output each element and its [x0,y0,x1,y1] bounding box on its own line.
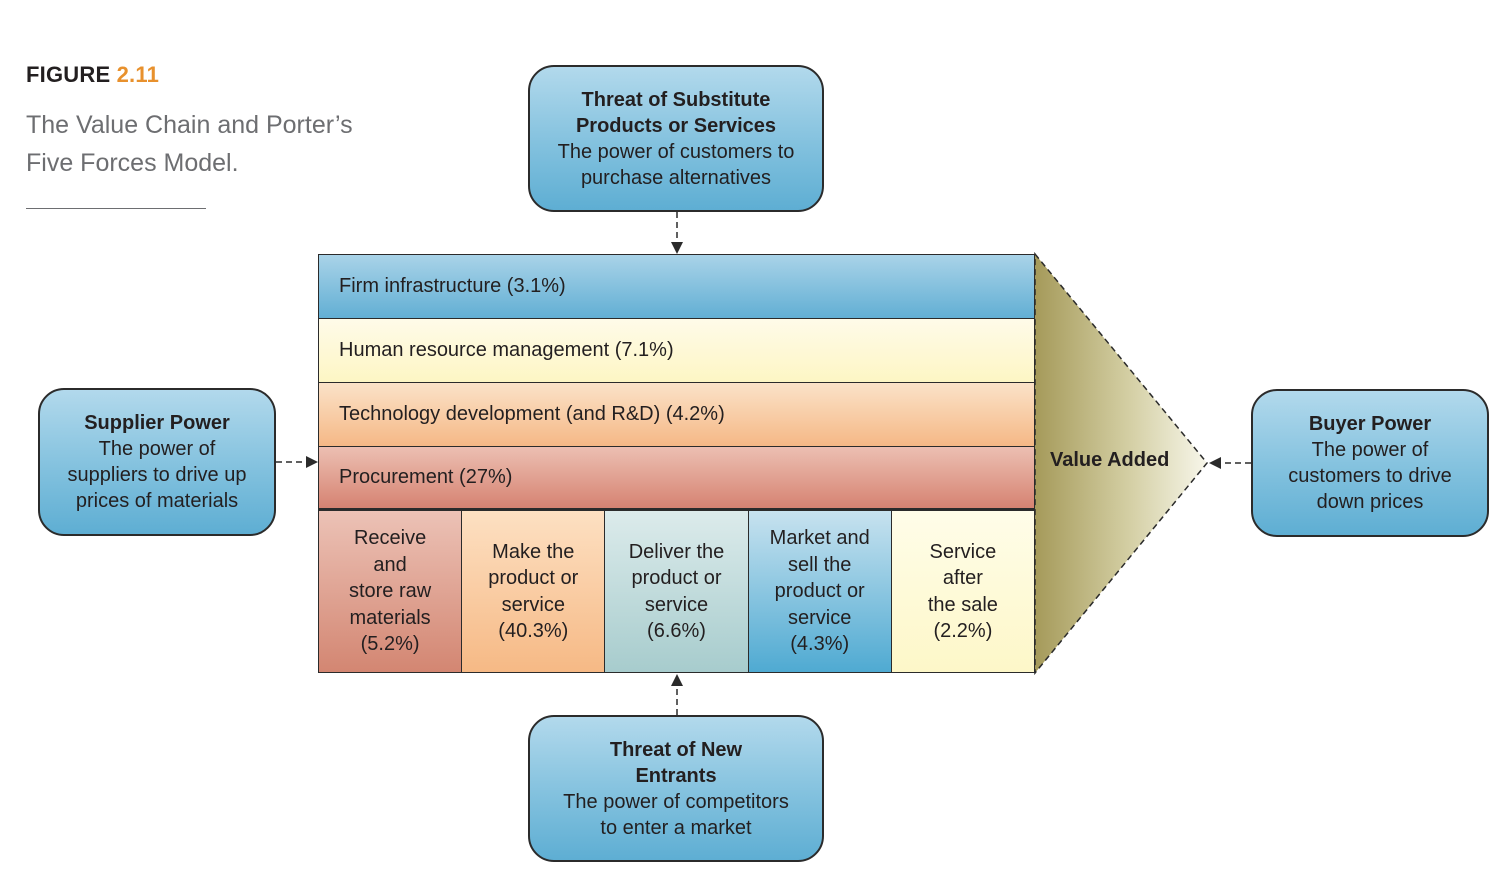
primary-activity-service: Service after the sale (2.2%) [891,511,1035,672]
force-title: Threat of New Entrants [609,738,743,787]
arrow-supplier [276,456,318,468]
arrow-substitutes [671,212,683,254]
support-activity-technology-development: Technology development (and R&D) (4.2%) [318,382,1035,446]
primary-activity-label: Receive and store raw materials (5.2%) [348,527,432,656]
force-description: The power of customers to drive down pri… [1288,439,1452,513]
arrow-entrants [671,674,683,715]
primary-activities: Receive and store raw materials (5.2%) M… [318,510,1035,673]
force-description: The power of competitors to enter a mark… [563,790,789,839]
force-description: The power of customers to purchase alter… [557,140,795,189]
value-added-label: Value Added [1050,449,1170,471]
primary-activity-label: Deliver the product or service (6.6%) [628,540,725,643]
value-added-triangle [1034,251,1208,676]
primary-activity-receive: Receive and store raw materials (5.2%) [319,511,463,672]
supplier-power-box: Supplier Power The power of suppliers to… [38,388,276,536]
threat-of-new-entrants-box: Threat of New Entrants The power of comp… [528,715,824,862]
force-description: The power of suppliers to drive up price… [67,438,247,512]
primary-activity-label: Market and sell the product or service (… [769,527,870,656]
caption-divider [26,208,206,209]
arrow-buyer [1209,457,1251,469]
figure-label-prefix: FIGURE [26,62,117,87]
primary-activity-label: Service after the sale (2.2%) [927,540,998,643]
support-activity-firm-infrastructure: Firm infrastructure (3.1%) [318,254,1035,318]
support-activity-human-resources: Human resource management (7.1%) [318,318,1035,382]
primary-activity-deliver: Deliver the product or service (6.6%) [605,511,749,672]
figure-number: 2.11 [116,62,160,87]
primary-activity-label: Make the product or service (40.3%) [488,540,579,643]
force-title: Threat of Substitute Products or Service… [575,88,777,137]
threat-of-substitutes-box: Threat of Substitute Products or Service… [528,65,824,212]
primary-activity-market: Market and sell the product or service (… [748,511,892,672]
force-title: Buyer Power [1308,413,1432,435]
buyer-power-box: Buyer Power The power of customers to dr… [1251,389,1489,537]
figure-label: FIGURE 2.11 [26,62,159,88]
support-activity-procurement: Procurement (27%) [318,446,1035,511]
figure-caption: The Value Chain and Porter’s Five Forces… [26,111,353,177]
force-title: Supplier Power [84,412,230,434]
primary-activity-make: Make the product or service (40.3%) [462,511,606,672]
